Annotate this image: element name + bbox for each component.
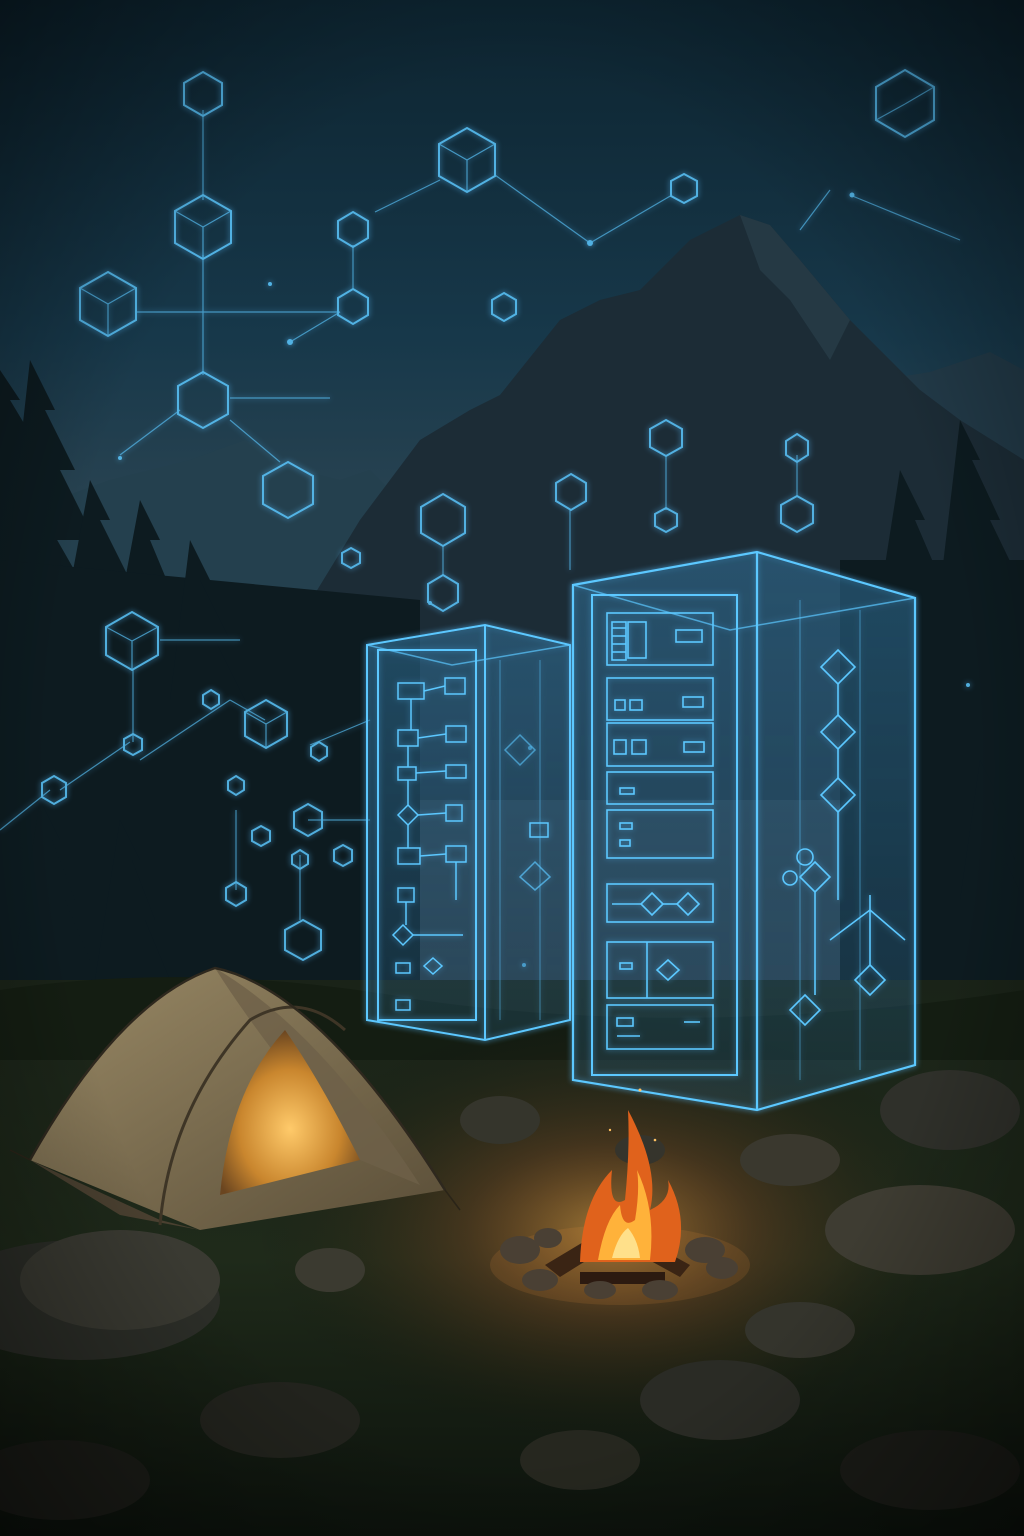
night-camp-scene bbox=[0, 0, 1024, 1536]
vignette-overlay bbox=[0, 0, 1024, 1536]
